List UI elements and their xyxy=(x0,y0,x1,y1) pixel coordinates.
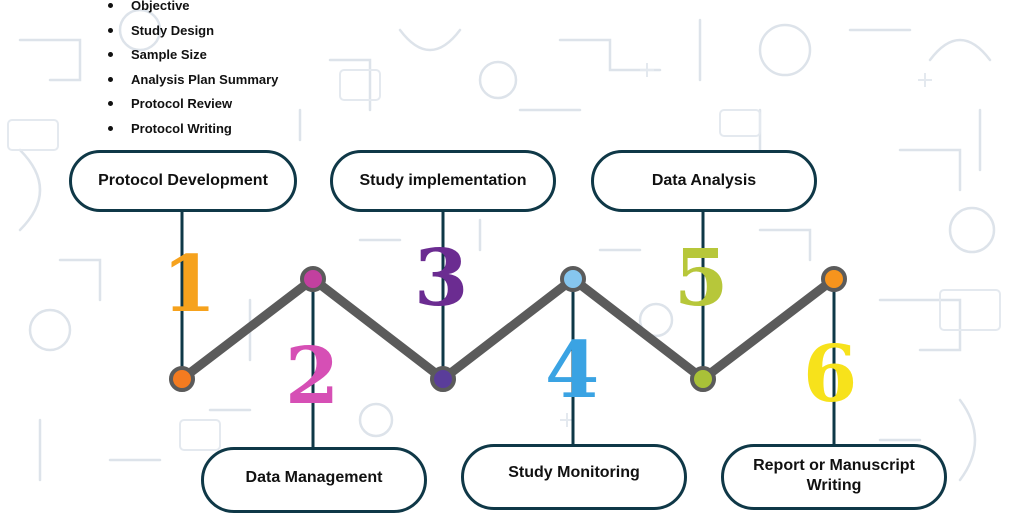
stage-number-1: 1 xyxy=(162,239,217,330)
objectives-list: Objective Study Design Sample Size Analy… xyxy=(108,0,278,144)
stage-box-data-management: Data Management xyxy=(201,447,427,513)
stage-label: Study Monitoring xyxy=(508,464,640,481)
process-diagram xyxy=(169,210,847,447)
stage-number-2: 2 xyxy=(285,331,340,422)
analysis-plan-item: Analysis Plan Summary xyxy=(108,71,278,96)
node-circle-5 xyxy=(690,366,716,392)
stage-box-protocol-development: Protocol Development xyxy=(69,150,297,212)
stage-box-study-monitoring: Study Monitoring xyxy=(461,444,687,510)
protocol-review-item: Protocol Review xyxy=(108,95,278,120)
node-circle-1 xyxy=(169,366,195,392)
node-circle-2 xyxy=(300,266,326,292)
zigzag-line xyxy=(177,274,839,384)
stage-label: Study implementation xyxy=(359,172,527,189)
objective-item: Objective xyxy=(108,0,278,22)
stage-box-data-analysis: Data Analysis xyxy=(591,150,817,212)
stage-label: Protocol Development xyxy=(98,172,268,189)
stage-number-3: 3 xyxy=(414,233,469,324)
stage-label: Report or Manuscript Writing xyxy=(753,457,915,494)
stage-number-5: 5 xyxy=(674,233,729,324)
stage-number-6: 6 xyxy=(803,329,858,420)
stage-box-report-writing: Report or Manuscript Writing xyxy=(721,444,947,510)
sample-size-item: Sample Size xyxy=(108,46,278,71)
stage-box-study-implementation: Study implementation xyxy=(330,150,556,212)
node-circle-3 xyxy=(430,366,456,392)
study-design-item: Study Design xyxy=(108,22,278,47)
protocol-writing-item: Protocol Writing xyxy=(108,120,278,145)
stage-label: Data Analysis xyxy=(651,172,757,189)
stage-label: Data Management xyxy=(245,469,383,486)
stage-number-4: 4 xyxy=(545,325,600,416)
node-circle-6 xyxy=(821,266,847,292)
node-circle-4 xyxy=(560,266,586,292)
